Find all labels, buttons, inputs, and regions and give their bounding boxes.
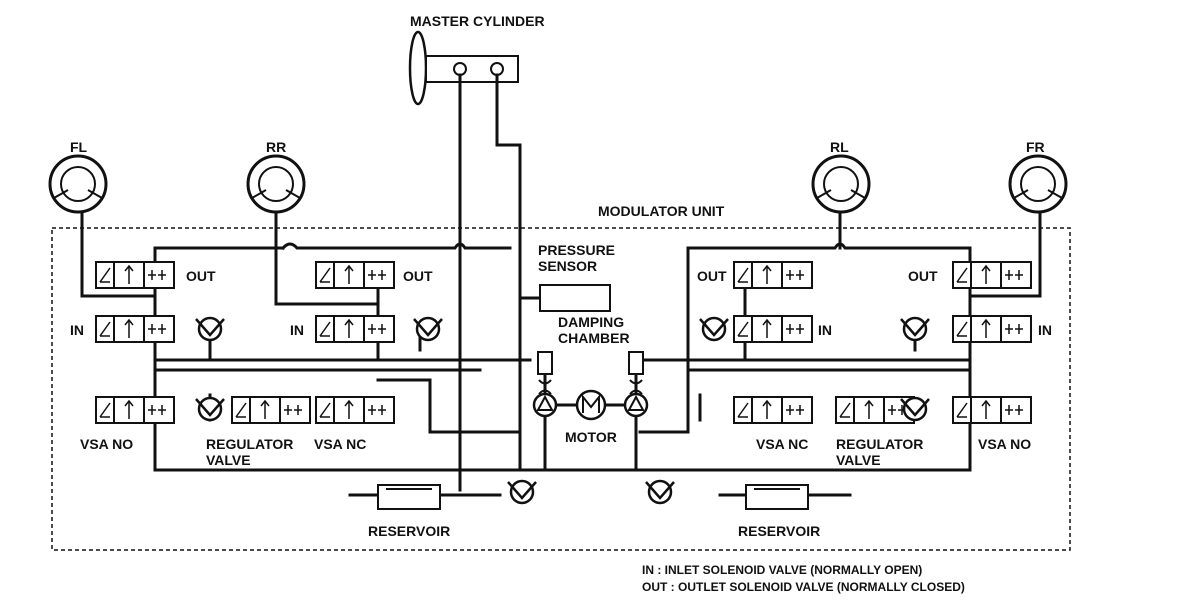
damping-chamber-left [537,351,553,375]
legend-out: OUT : OUTLET SOLENOID VALVE (NORMALLY CL… [642,580,965,594]
pressure-sensor [539,284,611,312]
wheel-fr [1008,154,1068,214]
right-vsa-nc-label: VSA NC [756,436,808,452]
modulator-unit-boundary [51,227,1071,551]
check-valve-left-reservoir [506,479,538,505]
wheel-fl-label: FL [70,139,88,155]
right-vsa-no-valve [952,396,1032,424]
fr-out-valve [952,261,1032,289]
master-cylinder-label: MASTER CYLINDER [410,13,545,29]
check-valve-rl [698,316,730,342]
wheel-fl [48,154,108,214]
rr-in-valve [315,315,395,343]
rr-in-label: IN [290,322,304,338]
rl-out-label: OUT [697,268,727,284]
wheel-fr-label: FR [1026,139,1045,155]
damping-chamber-label-1: DAMPING [558,314,624,330]
damping-chamber-right [628,351,644,375]
wheel-rr-label: RR [266,139,286,155]
fr-in-label: IN [1038,322,1052,338]
check-valve-left-vsa [194,396,226,422]
check-valve-fl [194,316,226,342]
modulator-unit-label: MODULATOR UNIT [598,203,725,219]
left-vsa-no-valve [95,396,175,424]
left-regulator-label-1: REGULATOR [206,436,293,452]
pressure-sensor-label-2: SENSOR [538,258,597,274]
left-vsa-nc-label: VSA NC [314,436,366,452]
fr-in-valve [952,315,1032,343]
motor [575,389,607,421]
left-regulator-label-2: VALVE [206,452,251,468]
pump-right [623,392,649,418]
check-valve-rr [412,316,444,342]
wheel-rl-label: RL [830,139,849,155]
legend-in: IN : INLET SOLENOID VALVE (NORMALLY OPEN… [642,563,922,577]
fl-out-label: OUT [186,268,216,284]
pressure-sensor-label-1: PRESSURE [538,242,615,258]
left-vsa-no-label: VSA NO [80,436,133,452]
rl-out-valve [733,261,813,289]
rl-in-label: IN [818,322,832,338]
fr-out-label: OUT [908,268,938,284]
right-regulator-label-1: REGULATOR [836,436,923,452]
wheel-rr [246,154,306,214]
rl-in-valve [733,315,813,343]
reservoir-left-label: RESERVOIR [368,523,450,539]
rr-out-valve [315,261,395,289]
left-regulator-valve [231,396,311,424]
right-vsa-no-label: VSA NO [978,436,1031,452]
fl-out-valve [95,261,175,289]
rr-out-label: OUT [403,268,433,284]
wheel-rl [811,154,871,214]
reservoir-right-label: RESERVOIR [738,523,820,539]
left-vsa-nc-valve [315,396,395,424]
fl-in-label: IN [70,322,84,338]
check-valve-fr [899,316,931,342]
check-valve-right-reservoir [644,479,676,505]
fl-in-valve [95,315,175,343]
master-cylinder [408,30,519,106]
right-regulator-label-2: VALVE [836,452,881,468]
damping-chamber-label-2: CHAMBER [558,330,630,346]
pump-left [532,392,558,418]
right-vsa-nc-valve [733,396,813,424]
motor-label: MOTOR [565,429,617,445]
